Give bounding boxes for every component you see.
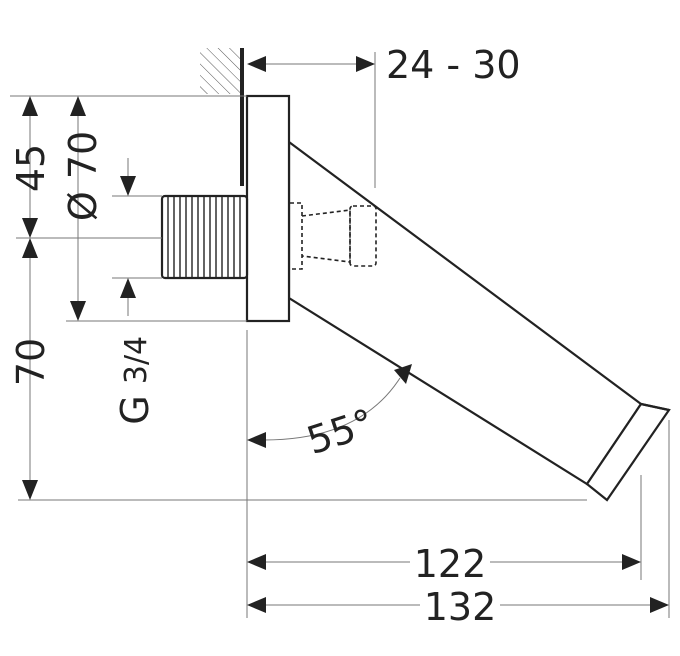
wall-hatch (200, 48, 242, 94)
thread-lines (167, 197, 241, 277)
thread-label: G (113, 395, 157, 424)
angle-label: 55° (302, 400, 380, 463)
extension-lines (10, 52, 670, 618)
thread-size-label: 3/4 (119, 336, 154, 384)
dim-angle: 55° (247, 364, 412, 463)
length-inner-label: 122 (414, 542, 487, 586)
flange (245, 94, 291, 323)
dim-length-inner: 122 (247, 538, 641, 586)
length-outer-label: 132 (424, 585, 497, 629)
height-top-label: 45 (9, 144, 53, 192)
dim-flange-diameter: Ø 70 (61, 96, 105, 321)
height-bottom-label: 70 (9, 338, 53, 386)
flange-diameter-label: Ø 70 (61, 131, 105, 221)
dim-length-outer: 132 (247, 582, 669, 629)
dim-height-bottom: 70 (9, 238, 53, 500)
dim-height-top: 45 (9, 96, 53, 238)
dim-thread: G 3/4 (113, 158, 157, 425)
dim-wall-thickness: 24 - 30 (247, 43, 521, 87)
wall-thickness-label: 24 - 30 (386, 43, 521, 87)
